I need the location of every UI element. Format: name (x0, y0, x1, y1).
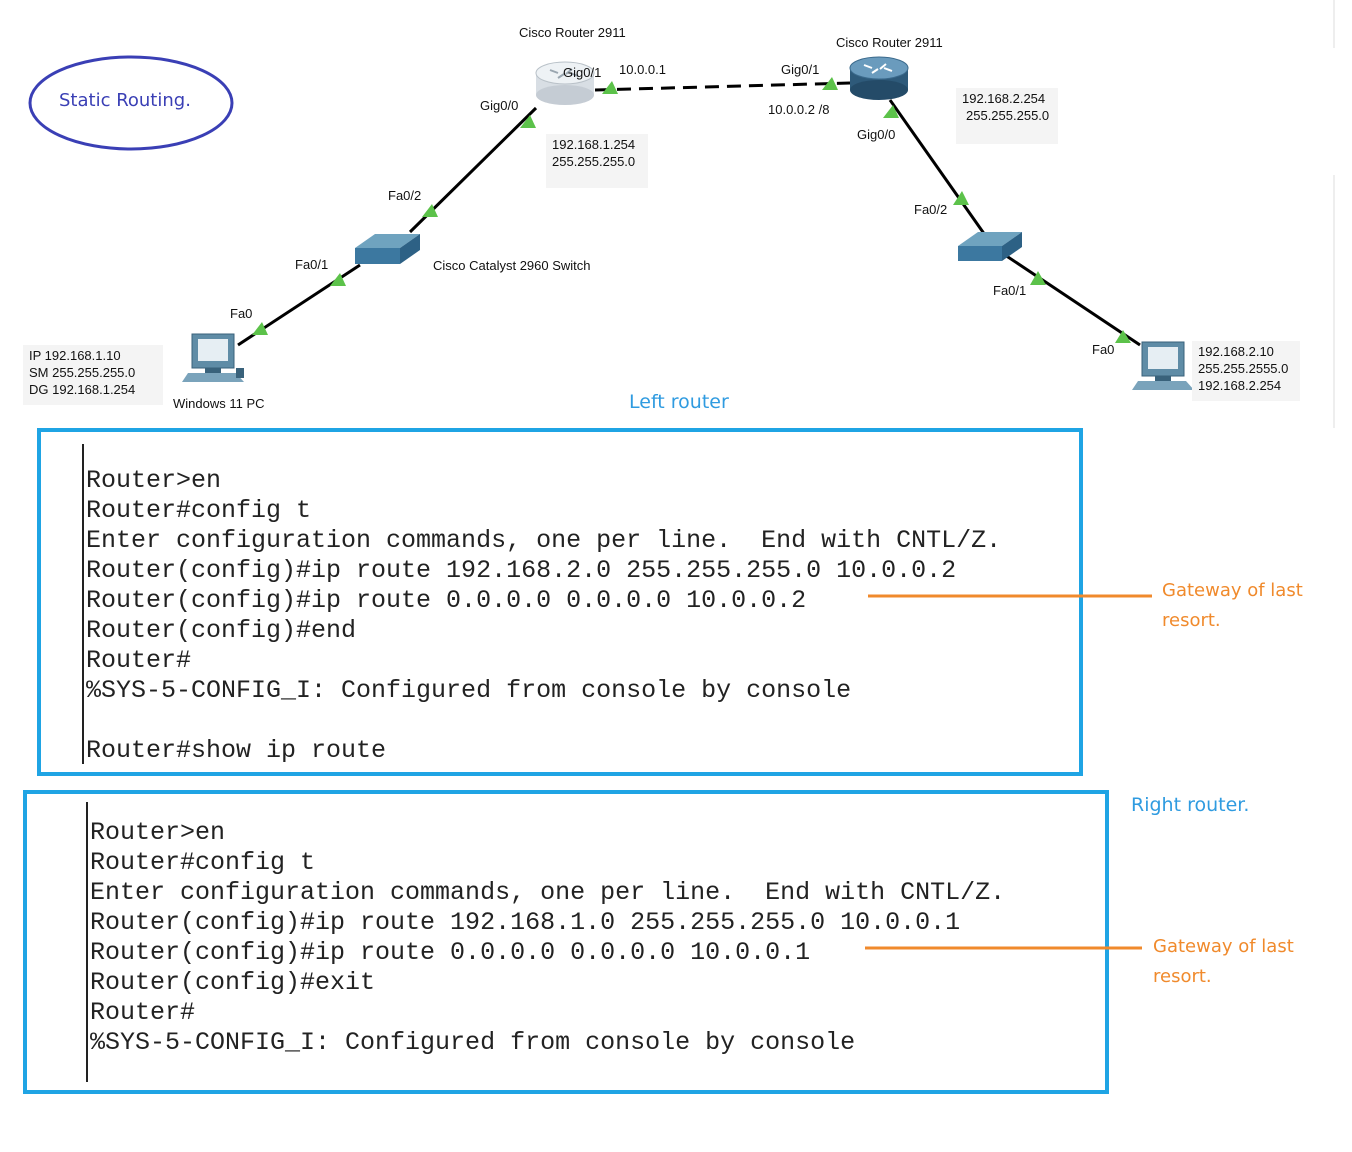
right-annotation: Gateway of last resort. (1153, 932, 1323, 992)
left-router-heading: Left router (629, 391, 729, 413)
right-router-icon (849, 56, 909, 100)
right-router-lan-config: 192.168.2.254 255.255.255.0 (956, 88, 1058, 144)
marker (1115, 330, 1131, 343)
left-pc-icon (182, 333, 244, 382)
config-line: Router(config)#end (86, 616, 357, 645)
marker (953, 191, 969, 205)
left-pc-fa0-label: Fa0 (230, 306, 253, 321)
terminal-left-border (86, 802, 88, 1082)
config-line: Router(config)#ip route 0.0.0.0 0.0.0.0 … (90, 938, 811, 967)
config-line: Router(config)#ip route 192.168.2.0 255.… (86, 556, 957, 585)
link-router-switch-right (888, 99, 987, 236)
left-pc-gateway: DG 192.168.1.254 (29, 382, 136, 397)
config-line: Router#config t (90, 848, 316, 877)
config-line: Router# (86, 646, 192, 675)
left-switch-icon (355, 234, 420, 264)
right-annotation-line2: resort. (1153, 966, 1212, 987)
config-line: Router(config)#ip route 192.168.1.0 255.… (90, 908, 961, 937)
marker (422, 204, 438, 217)
left-pc-ip: IP 192.168.1.10 (29, 348, 121, 363)
marker (252, 322, 268, 335)
config-line: Router>en (86, 466, 222, 495)
marker (883, 105, 899, 118)
config-line: Router(config)#ip route 0.0.0.0 0.0.0.0 … (86, 586, 807, 615)
marker (330, 273, 346, 286)
marker (602, 81, 618, 94)
right-router-gig01-label: Gig0/1 (781, 62, 820, 77)
right-switch-fa02-label: Fa0/2 (914, 202, 948, 217)
config-line: Router>en (90, 818, 226, 847)
marker (1030, 271, 1046, 285)
left-pc-config: IP 192.168.1.10 SM 255.255.255.0 DG 192.… (23, 345, 163, 405)
config-line: Router(config)#exit (90, 968, 376, 997)
marker (520, 115, 536, 128)
right-router-link-ip: 10.0.0.2 /8 (768, 102, 830, 117)
right-router-gig00-label: Gig0/0 (857, 127, 896, 142)
left-router-lan-config: 192.168.1.254 255.255.255.0 (546, 134, 648, 188)
left-annotation-line2: resort. (1162, 610, 1221, 631)
left-router-link-ip: 10.0.0.1 (619, 62, 666, 77)
config-line: Enter configuration commands, one per li… (86, 526, 1002, 555)
config-line: Router#show ip route (86, 736, 387, 765)
right-router-model: Cisco Router 2911 (836, 35, 943, 50)
config-line: Router# (90, 998, 196, 1027)
marker (822, 77, 838, 90)
left-router-model: Cisco Router 2911 (519, 25, 626, 40)
right-router-lan-ip: 192.168.2.254 (962, 91, 1046, 106)
right-router-heading: Right router. (1131, 794, 1250, 816)
left-router-icon (535, 61, 595, 105)
right-annotation-line1: Gateway of last (1153, 936, 1294, 957)
terminal-left-border (82, 444, 84, 764)
left-switch-fa02-label: Fa0/2 (388, 188, 422, 203)
config-line: %SYS-5-CONFIG_I: Configured from console… (90, 1028, 856, 1057)
left-switch-fa01-label: Fa0/1 (295, 257, 329, 272)
left-router-lan-mask: 255.255.255.0 (552, 154, 636, 169)
right-pc-icon (1132, 341, 1194, 390)
right-pc-fa0-label: Fa0 (1092, 342, 1115, 357)
link-router-router (594, 81, 851, 92)
left-router-gig00-label: Gig0/0 (480, 98, 519, 113)
left-router-lan-ip: 192.168.1.254 (552, 137, 636, 152)
link-markers (252, 77, 1131, 343)
left-router-gig01-label: Gig0/1 (563, 65, 602, 80)
title-ellipse (28, 55, 234, 151)
topology-diagram (28, 0, 1335, 428)
left-pc-mask: SM 255.255.255.0 (29, 365, 136, 380)
config-line (86, 706, 1001, 736)
diagram-title: Static Routing. (59, 90, 191, 111)
right-pc-gateway: 192.168.2.254 (1198, 378, 1282, 393)
right-switch-icon (958, 232, 1022, 261)
left-switch-model: Cisco Catalyst 2960 Switch (433, 258, 591, 273)
left-annotation-line1: Gateway of last (1162, 580, 1303, 601)
link-switch-pc-right (1004, 253, 1141, 347)
left-annotation: Gateway of last resort. (1162, 576, 1332, 636)
right-switch-fa01-label: Fa0/1 (993, 283, 1027, 298)
right-router-lan-mask: 255.255.255.0 (966, 108, 1050, 123)
right-pc-mask: 255.255.2555.0 (1198, 361, 1289, 376)
left-pc-name: Windows 11 PC (173, 396, 265, 411)
right-pc-config: 192.168.2.10 255.255.2555.0 192.168.2.25… (1192, 341, 1300, 401)
config-line: Router#config t (86, 496, 312, 525)
config-line: Enter configuration commands, one per li… (90, 878, 1006, 907)
config-line: %SYS-5-CONFIG_I: Configured from console… (86, 676, 852, 705)
right-pc-ip: 192.168.2.10 (1198, 344, 1274, 359)
